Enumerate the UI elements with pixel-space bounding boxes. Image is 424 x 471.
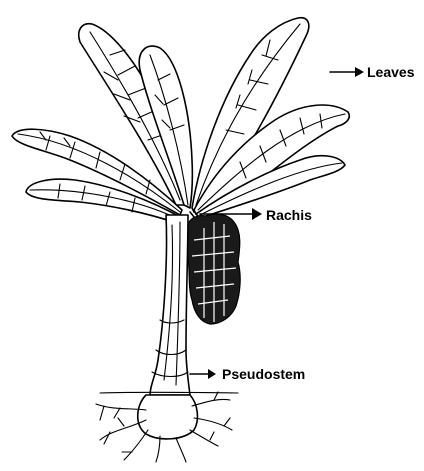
label-pseudostem: Pseudostem (190, 366, 305, 382)
pseudostem-group (150, 215, 190, 395)
label-leaves: Leaves (330, 64, 415, 80)
fruit-bunch (187, 214, 241, 324)
rachis-group (187, 212, 241, 324)
arrowhead-leaves (355, 67, 364, 77)
arrowhead-pseudostem (208, 369, 216, 379)
arrowhead-rachis (252, 208, 262, 220)
label-pseudostem-text: Pseudostem (222, 366, 305, 382)
label-rachis-text: Rachis (266, 207, 312, 223)
label-leaves-text: Leaves (367, 64, 415, 80)
corm-and-roots (96, 392, 238, 462)
leaves-group (12, 18, 349, 224)
